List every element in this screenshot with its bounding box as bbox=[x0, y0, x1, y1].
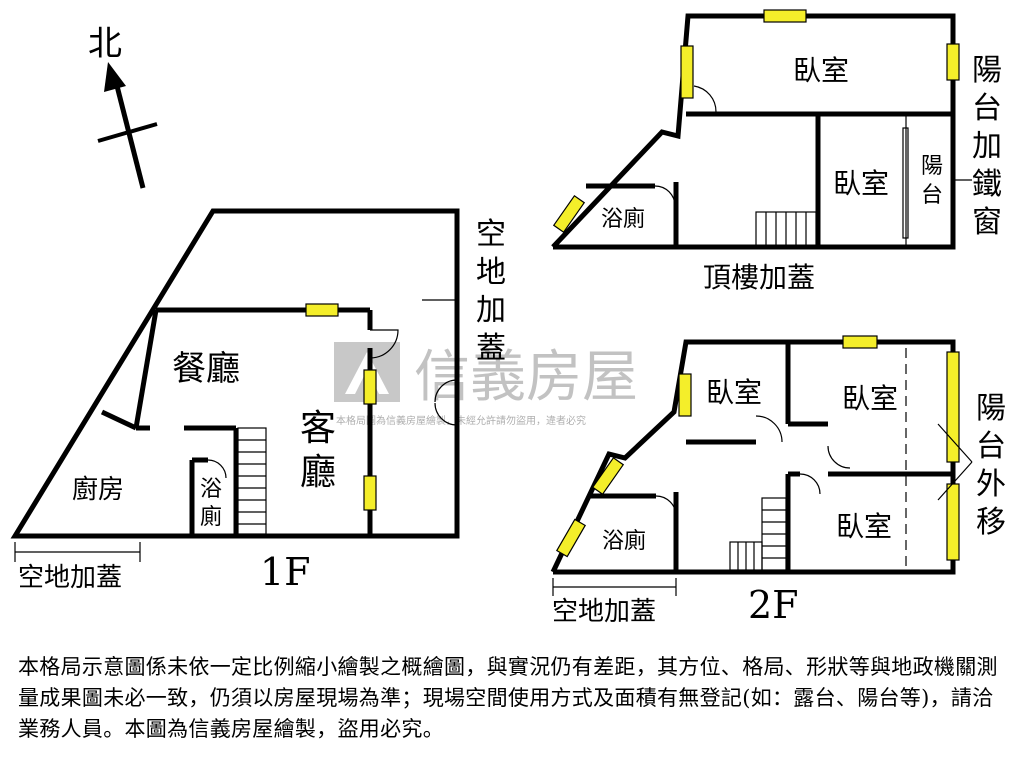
floor-1-annex-right-char: 蓋 bbox=[476, 331, 506, 366]
floor-2-note-char: 陽 bbox=[976, 391, 1006, 426]
room-bedroom: 臥室 bbox=[842, 382, 898, 415]
floor-2-note-char: 外 bbox=[976, 467, 1006, 502]
top-floor-note-char: 陽 bbox=[972, 53, 1002, 88]
room-bedroom: 臥室 bbox=[706, 376, 762, 409]
window-icon bbox=[763, 9, 807, 23]
window-icon bbox=[591, 456, 625, 496]
top-floor-door-icon bbox=[693, 85, 717, 113]
floor-2-plan: 臥室 臥室 臥室 浴廁 2F 空地加蓋 陽 台 外 移 bbox=[550, 335, 1006, 627]
window-icon bbox=[946, 483, 960, 561]
compass-crossbar bbox=[97, 122, 158, 143]
room-dining: 餐廳 bbox=[172, 349, 240, 389]
room-balcony-top: 陽 bbox=[921, 154, 943, 179]
floor-1-annex-right-char: 地 bbox=[476, 255, 506, 290]
room-living-bottom: 廳 bbox=[300, 452, 336, 493]
compass-arrow-shaft bbox=[113, 81, 146, 189]
watermark: 信義房屋 本格局圖為信義房屋繪製，未經允許請勿盜用，違者必究 bbox=[334, 342, 638, 427]
top-floor-note-char: 鐵 bbox=[972, 167, 1002, 202]
floor-1-annex-right-char: 空 bbox=[476, 217, 506, 252]
floor-2-label: 2F bbox=[748, 583, 799, 627]
floor-2-note-char: 台 bbox=[976, 429, 1006, 464]
window-icon bbox=[363, 475, 377, 511]
room-bedroom: 臥室 bbox=[836, 510, 892, 543]
north-label: 北 bbox=[88, 24, 122, 64]
floor-1-label: 1F bbox=[260, 550, 311, 594]
room-kitchen: 廚房 bbox=[72, 475, 124, 505]
window-icon bbox=[305, 303, 339, 317]
watermark-brand: 信義房屋 bbox=[414, 345, 638, 410]
top-floor-outline bbox=[551, 13, 956, 250]
room-bath-top: 浴 bbox=[200, 477, 222, 502]
top-floor-plan: 臥室 臥室 浴廁 陽 台 頂樓加蓋 陽 台 加 鐵 窗 bbox=[551, 9, 1002, 294]
floor-1-entry-door-icon bbox=[434, 379, 458, 426]
window-icon bbox=[842, 335, 878, 349]
room-living-top: 客 bbox=[300, 408, 336, 449]
room-bath-bottom: 廁 bbox=[200, 505, 222, 530]
room-bath: 浴廁 bbox=[601, 207, 645, 232]
window-icon bbox=[552, 194, 586, 234]
top-floor-stairs bbox=[755, 211, 817, 247]
north-compass: 北 bbox=[88, 24, 158, 189]
watermark-subtext: 本格局圖為信義房屋繪製，未經允許請勿盜用，違者必究 bbox=[336, 414, 586, 427]
floor-1-outline bbox=[10, 208, 460, 539]
window-icon bbox=[363, 369, 377, 405]
top-floor-note-char: 窗 bbox=[972, 205, 1002, 240]
floor-1-plan: 餐廳 客 廳 廚房 浴 廁 1F 空地加蓋 空 地 加 蓋 bbox=[10, 208, 506, 594]
room-bedroom: 臥室 bbox=[793, 54, 849, 87]
room-bedroom: 臥室 bbox=[833, 167, 889, 200]
floor-1-stairs bbox=[237, 427, 267, 535]
floor-2-annex-bottom: 空地加蓋 bbox=[552, 597, 656, 627]
top-floor-note-char: 加 bbox=[972, 129, 1002, 164]
floor-1-door-icon bbox=[369, 329, 399, 359]
window-icon bbox=[946, 43, 960, 81]
room-bath: 浴廁 bbox=[602, 529, 646, 554]
window-icon bbox=[946, 351, 960, 463]
floor-2-note-char: 移 bbox=[976, 505, 1006, 540]
top-floor-label: 頂樓加蓋 bbox=[703, 261, 815, 294]
window-icon bbox=[555, 518, 587, 558]
window-icon bbox=[678, 373, 692, 417]
floor-2-stairs bbox=[729, 497, 787, 571]
floor-1-annex-bottom: 空地加蓋 bbox=[18, 563, 122, 593]
window-icon bbox=[680, 45, 694, 99]
disclaimer-text: 本格局示意圖係未依一定比例縮小繪製之概繪圖，與實況仍有差距，其方位、格局、形狀等… bbox=[18, 655, 998, 741]
floor-1-annex-right-char: 加 bbox=[476, 293, 506, 328]
top-floor-note-char: 台 bbox=[972, 91, 1002, 126]
compass-arrow-head-icon bbox=[104, 62, 126, 92]
room-balcony-bottom: 台 bbox=[921, 183, 943, 208]
floor-2-door-icon bbox=[755, 415, 783, 443]
